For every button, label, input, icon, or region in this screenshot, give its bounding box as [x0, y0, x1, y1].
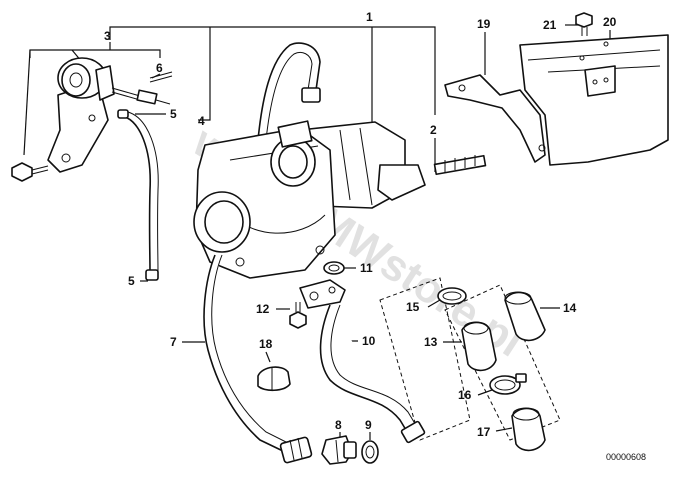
heat-shield [444, 34, 669, 166]
callout-14: 14 [563, 301, 577, 315]
callout-3: 3 [104, 29, 111, 43]
shield-bolt [575, 12, 593, 36]
callout-17: 17 [477, 425, 491, 439]
wastegate-actuator [47, 57, 171, 173]
callout-13: 13 [424, 335, 438, 349]
callout-labels: 1 2 3 4 5 5 6 7 8 9 10 11 12 13 14 15 16… [104, 10, 617, 439]
callout-19: 19 [477, 17, 491, 31]
hose-14 [504, 291, 546, 342]
callout-8: 8 [335, 418, 342, 432]
clamp-18 [257, 366, 291, 392]
callout-4: 4 [198, 114, 205, 128]
callout-7: 7 [170, 335, 177, 349]
callout-20: 20 [603, 15, 617, 29]
connector-17 [511, 407, 546, 452]
vacuum-hose [117, 109, 159, 281]
callout-5-upper: 5 [170, 107, 177, 121]
fitting-8 [321, 435, 357, 465]
callout-10: 10 [362, 334, 376, 348]
callout-15: 15 [406, 300, 420, 314]
clip-part-6 [149, 71, 173, 83]
actuator-bolt [11, 162, 49, 182]
oil-line-7 [203, 254, 313, 464]
callout-9: 9 [365, 418, 372, 432]
callout-12: 12 [256, 302, 270, 316]
callout-11: 11 [360, 261, 373, 275]
callout-21: 21 [543, 18, 557, 32]
sealing-ring-9 [361, 440, 379, 464]
stud-bolt [433, 154, 487, 176]
callout-2: 2 [430, 123, 437, 137]
hose-clamp-16 [489, 373, 527, 395]
document-id: 00000608 [606, 452, 646, 462]
bolt-12 [289, 302, 307, 329]
callout-5-lower: 5 [128, 274, 135, 288]
callout-1: 1 [366, 10, 373, 24]
oil-pipe-10 [299, 279, 426, 444]
connector-13 [461, 321, 497, 372]
callout-18: 18 [259, 337, 273, 351]
callout-6: 6 [156, 61, 163, 75]
washer-11 [323, 261, 345, 275]
hose-clamp-15 [437, 287, 467, 305]
callout-16: 16 [458, 388, 472, 402]
turbocharger [193, 42, 426, 279]
